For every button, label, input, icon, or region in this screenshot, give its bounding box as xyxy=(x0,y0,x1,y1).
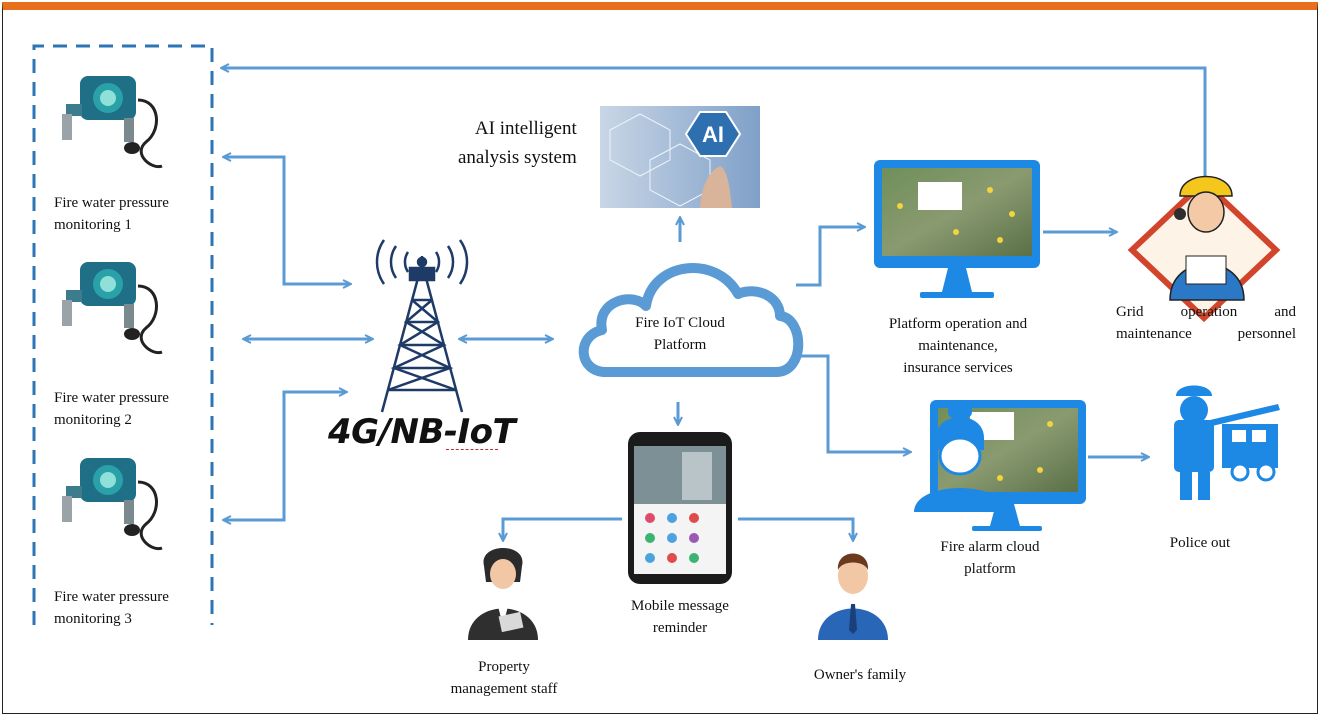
sensor-group-box xyxy=(32,44,214,625)
mobile-phone-icon xyxy=(628,432,732,584)
property-staff-icon xyxy=(468,548,538,640)
cloud-label-line2: Platform xyxy=(653,337,707,353)
platform-ops-line3: insurance services xyxy=(903,360,1013,376)
cloud-platform-icon xyxy=(578,263,804,377)
fire-alarm-label: Fire alarm cloud platform xyxy=(910,536,1070,580)
fire-alarm-line2: platform xyxy=(964,561,1016,577)
cell-tower-icon xyxy=(375,239,469,413)
grid-personnel-label: Grid operation and maintenance personnel xyxy=(1116,301,1296,345)
ai-label-line1: AI intelligent xyxy=(474,118,577,139)
ai-system-label: AI intelligent analysis system xyxy=(458,114,577,172)
connection-arrows xyxy=(222,68,1207,540)
sensor-3-label: Fire water pressure monitoring 3 xyxy=(54,589,169,627)
police-label: Police out xyxy=(1169,535,1231,551)
grid-personnel-line2: maintenance personnel xyxy=(1116,326,1296,342)
pressure-sensor-icon xyxy=(62,458,163,551)
platform-ops-line2: maintenance, xyxy=(918,338,998,354)
grid-worker-icon xyxy=(1127,175,1281,323)
network-label: 4G/NB-IoT xyxy=(328,412,516,452)
property-label: Property management staff xyxy=(434,656,574,700)
sensor-2-label: Fire water pressure monitoring 2 xyxy=(54,390,169,428)
mobile-line2: reminder xyxy=(652,620,708,636)
property-line2: management staff xyxy=(450,681,558,697)
ai-badge: AI xyxy=(702,122,724,147)
ai-label-line2: analysis system xyxy=(458,147,577,168)
platform-ops-label: Platform operation and maintenance, insu… xyxy=(858,313,1058,379)
cloud-platform-label: Fire IoT Cloud Platform xyxy=(610,312,750,356)
network-label-text: 4G/NB-IoT xyxy=(328,412,516,452)
mobile-label: Mobile message reminder xyxy=(600,595,760,639)
cloud-label-line1: Fire IoT Cloud xyxy=(635,315,725,331)
ai-system-image: AI xyxy=(600,106,760,208)
pressure-sensor-icon xyxy=(62,262,163,355)
mobile-line1: Mobile message xyxy=(631,598,729,614)
grid-personnel-line1: Grid operation and xyxy=(1116,304,1296,320)
pressure-sensor-icon xyxy=(62,76,163,169)
fire-truck-icon xyxy=(1174,385,1280,500)
spell-underline xyxy=(446,449,498,450)
owner-icon xyxy=(818,553,888,640)
owner-label: Owner's family xyxy=(813,667,907,683)
platform-ops-line1: Platform operation and xyxy=(888,316,1028,332)
sensor-1-label: Fire water pressure monitoring 1 xyxy=(54,195,169,233)
platform-monitor-icon xyxy=(874,160,1040,298)
firefighter-icon xyxy=(914,404,1006,512)
property-line1: Property xyxy=(478,659,530,675)
fire-alarm-line1: Fire alarm cloud xyxy=(940,539,1040,555)
